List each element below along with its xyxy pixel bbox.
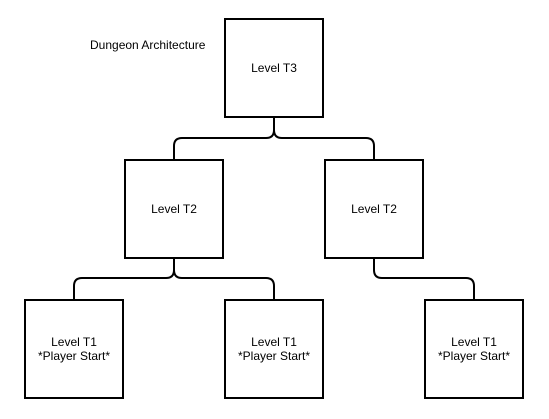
node-label: Level T1 <box>51 335 97 349</box>
edge-t2-left-to-t1-b <box>173 258 275 300</box>
node-label: Level T1 <box>251 335 297 349</box>
node-label: Level T1 <box>451 335 497 349</box>
node-level-t2-right: Level T2 <box>324 159 424 259</box>
node-label: Level T2 <box>151 202 197 216</box>
edge-t2-left-to-t1-a <box>73 258 175 300</box>
edge-t3-to-t2-right <box>273 118 375 160</box>
node-level-t3: Level T3 <box>224 18 324 118</box>
node-label: Level T2 <box>351 202 397 216</box>
node-sublabel: *Player Start* <box>237 349 311 363</box>
diagram-title: Dungeon Architecture <box>90 38 206 52</box>
edge-t3-to-t2-left <box>173 118 275 160</box>
node-sublabel: *Player Start* <box>437 349 511 363</box>
node-level-t2-left: Level T2 <box>124 159 224 259</box>
node-label: Level T3 <box>251 61 297 75</box>
node-level-t1-a: Level T1 *Player Start* <box>24 299 124 399</box>
node-level-t1-b: Level T1 *Player Start* <box>224 299 324 399</box>
node-sublabel: *Player Start* <box>37 349 111 363</box>
node-level-t1-c: Level T1 *Player Start* <box>424 299 524 399</box>
edge-t2-right-to-t1-c <box>373 258 475 300</box>
